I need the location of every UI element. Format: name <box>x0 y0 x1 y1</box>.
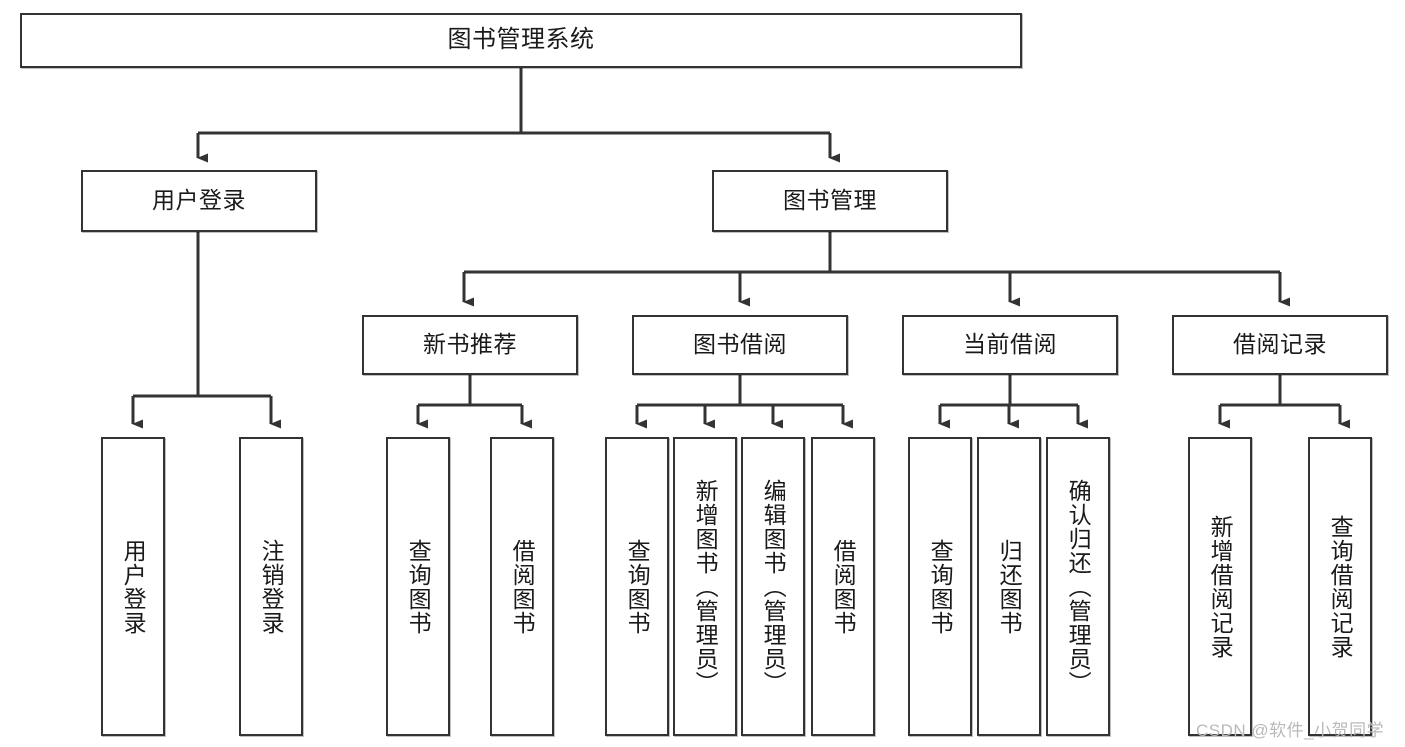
node-book-borrow-label: 图书借阅 <box>693 331 787 358</box>
node-leaf-borrow-book-2-label: 借阅图书 <box>830 538 857 635</box>
node-leaf-query-book-2-label: 查询图书 <box>624 538 651 635</box>
node-root-label: 图书管理系统 <box>447 26 595 54</box>
node-leaf-query-book-1-label: 查询图书 <box>405 538 432 635</box>
node-new-book-recommend-label: 新书推荐 <box>423 331 517 358</box>
node-leaf-query-book-2[interactable]: 查询图书 <box>605 437 669 736</box>
node-root[interactable]: 图书管理系统 <box>20 13 1022 68</box>
node-leaf-query-book-3-label: 查询图书 <box>927 538 954 635</box>
node-leaf-query-book-1[interactable]: 查询图书 <box>386 437 450 736</box>
node-leaf-add-record-label: 新增借阅记录 <box>1207 514 1234 659</box>
node-leaf-user-logout[interactable]: 注销登录 <box>239 437 303 736</box>
node-leaf-add-book[interactable]: 新增图书（管理员） <box>673 437 737 736</box>
node-leaf-query-record-label: 查询借阅记录 <box>1327 514 1354 659</box>
node-leaf-borrow-book-1[interactable]: 借阅图书 <box>490 437 554 736</box>
node-current-borrow-label: 当前借阅 <box>963 331 1057 358</box>
node-new-book-recommend[interactable]: 新书推荐 <box>362 315 578 375</box>
node-leaf-add-book-label: 新增图书（管理员） <box>692 478 719 695</box>
node-leaf-add-record[interactable]: 新增借阅记录 <box>1188 437 1252 736</box>
node-leaf-borrow-book-2[interactable]: 借阅图书 <box>811 437 875 736</box>
node-user-login-label: 用户登录 <box>152 187 246 214</box>
node-current-borrow[interactable]: 当前借阅 <box>902 315 1118 375</box>
watermark: CSDN @软件_小贺同学 <box>1196 721 1385 740</box>
node-leaf-edit-book-label: 编辑图书（管理员） <box>760 478 787 695</box>
node-leaf-user-login-label: 用户登录 <box>120 538 147 635</box>
node-book-manage-label: 图书管理 <box>783 187 877 214</box>
node-leaf-edit-book[interactable]: 编辑图书（管理员） <box>741 437 805 736</box>
node-book-borrow[interactable]: 图书借阅 <box>632 315 848 375</box>
node-leaf-return-book-label: 归还图书 <box>996 538 1023 635</box>
node-borrow-record[interactable]: 借阅记录 <box>1172 315 1388 375</box>
node-user-login[interactable]: 用户登录 <box>81 170 317 232</box>
node-borrow-record-label: 借阅记录 <box>1233 331 1327 358</box>
node-leaf-confirm-return-label: 确认归还（管理员） <box>1065 478 1092 695</box>
node-leaf-query-record[interactable]: 查询借阅记录 <box>1308 437 1372 736</box>
node-leaf-confirm-return[interactable]: 确认归还（管理员） <box>1046 437 1110 736</box>
node-leaf-query-book-3[interactable]: 查询图书 <box>908 437 972 736</box>
node-leaf-borrow-book-1-label: 借阅图书 <box>509 538 536 635</box>
node-leaf-return-book[interactable]: 归还图书 <box>977 437 1041 736</box>
node-book-manage[interactable]: 图书管理 <box>712 170 948 232</box>
node-leaf-user-logout-label: 注销登录 <box>258 538 285 635</box>
node-leaf-user-login[interactable]: 用户登录 <box>101 437 165 736</box>
